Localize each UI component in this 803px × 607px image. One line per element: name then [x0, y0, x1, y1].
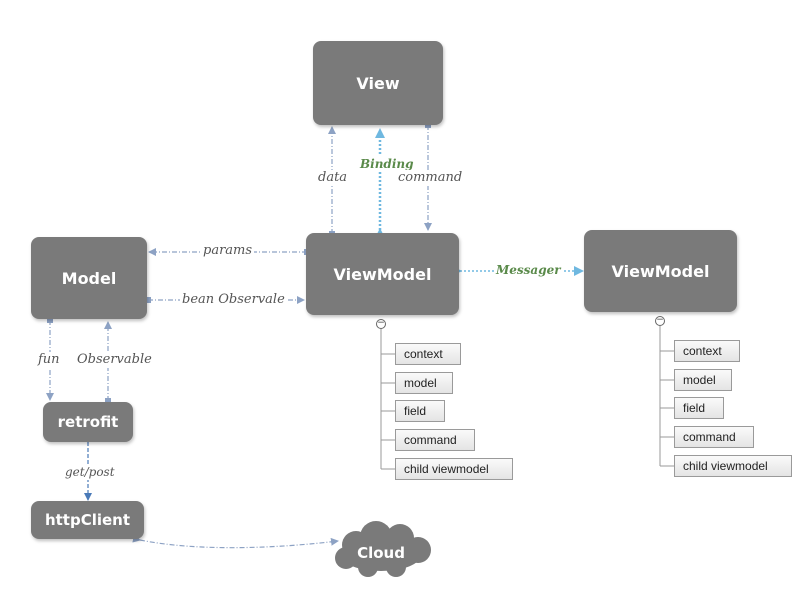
view-node-label: View — [356, 73, 400, 93]
viewmodel-other-label: ViewModel — [611, 261, 710, 281]
binding-label: Binding — [358, 156, 416, 172]
bean-observale-label: bean Observale — [180, 292, 287, 308]
viewmodel-main-tree — [380, 329, 395, 470]
viewmodel-main-collapse-icon[interactable]: − — [376, 318, 386, 329]
viewmodel-main-node: ViewModel — [306, 233, 459, 315]
viewmodel-other-node: ViewModel — [584, 230, 737, 312]
get-post-label: get/post — [63, 464, 117, 480]
fun-label: fun — [36, 352, 62, 368]
bean-observale-connector-start — [145, 297, 151, 303]
viewmodel-main-label: ViewModel — [333, 264, 432, 284]
retrofit-node-label: retrofit — [57, 413, 119, 431]
httpclient-node: httpClient — [31, 501, 144, 539]
cloud-shape — [335, 521, 431, 577]
viewmodel-main-prop-context: context — [395, 343, 461, 365]
viewmodel-main-prop-model: model — [395, 372, 453, 394]
model-node: Model — [31, 237, 147, 319]
viewmodel-other-prop-child-viewmodel: child viewmodel — [674, 455, 792, 477]
observable-connector-start — [105, 398, 111, 404]
viewmodel-other-prop-context: context — [674, 340, 740, 362]
viewmodel-main-prop-field: field — [395, 400, 445, 422]
viewmodel-main-prop-child-viewmodel: child viewmodel — [395, 458, 513, 480]
viewmodel-other-collapse-icon[interactable]: − — [655, 315, 665, 326]
model-node-label: Model — [61, 268, 117, 288]
viewmodel-other-prop-command: command — [674, 426, 754, 448]
fun-connector-start — [47, 317, 53, 323]
cloud-connector — [132, 534, 339, 549]
httpclient-node-label: httpClient — [44, 511, 131, 529]
viewmodel-other-prop-model: model — [674, 369, 732, 391]
data-label: data — [316, 170, 350, 186]
viewmodel-main-prop-command: command — [395, 429, 475, 451]
observable-label: Observable — [75, 352, 154, 368]
view-node: View — [313, 41, 443, 125]
viewmodel-other-prop-field: field — [674, 397, 724, 419]
command-connector-start — [425, 122, 431, 128]
viewmodel-other-tree — [659, 326, 674, 467]
retrofit-node: retrofit — [43, 402, 133, 442]
params-label: params — [201, 243, 255, 259]
command-label: command — [396, 170, 465, 186]
messager-label: Messager — [494, 262, 563, 278]
cloud-label: Cloud — [357, 544, 405, 562]
